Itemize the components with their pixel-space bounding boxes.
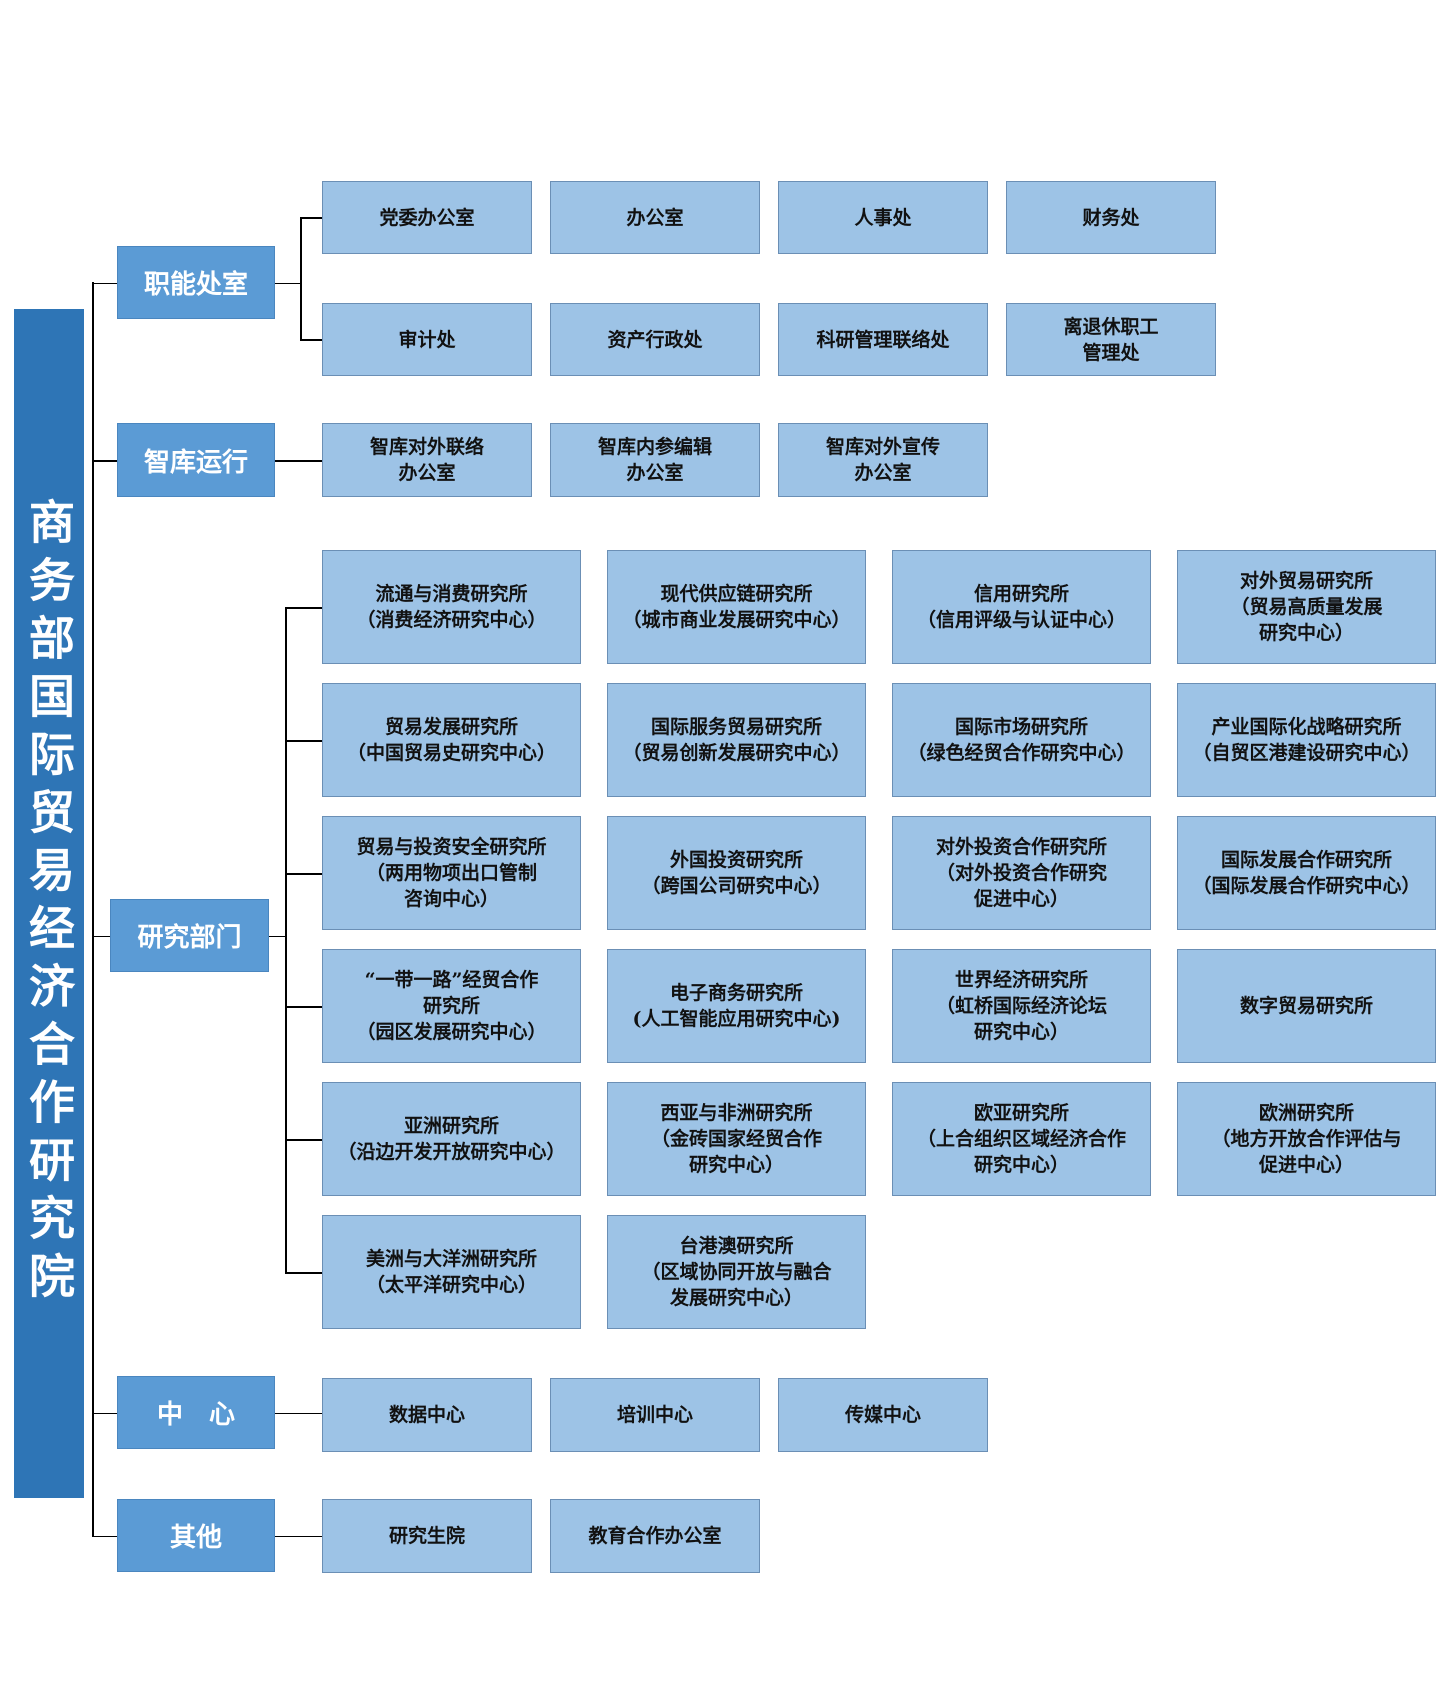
category-box: 职能处室 (117, 246, 275, 319)
category-box: 其他 (117, 1499, 275, 1572)
connector-line (300, 339, 322, 341)
unit-box: 信用研究所 （信用评级与认证中心） (892, 550, 1151, 664)
unit-box: 产业国际化战略研究所 （自贸区港建设研究中心） (1177, 683, 1436, 797)
unit-box: 办公室 (550, 181, 760, 254)
unit-box: 美洲与大洋洲研究所 （太平洋研究中心） (322, 1215, 581, 1329)
unit-box: 国际市场研究所 （绿色经贸合作研究中心） (892, 683, 1151, 797)
category-box: 智库运行 (117, 423, 275, 497)
connector-line (300, 217, 302, 339)
unit-box: 贸易发展研究所 （中国贸易史研究中心） (322, 683, 581, 797)
unit-box: 科研管理联络处 (778, 303, 988, 376)
connector-line (285, 607, 322, 609)
unit-box: 审计处 (322, 303, 532, 376)
unit-box: 数字贸易研究所 (1177, 949, 1436, 1063)
connector-line (300, 217, 322, 219)
connector-line (285, 607, 287, 1272)
connector-line (92, 935, 110, 937)
unit-box: 智库对外联络 办公室 (322, 423, 532, 497)
unit-box: 党委办公室 (322, 181, 532, 254)
unit-box: 财务处 (1006, 181, 1216, 254)
unit-box: 智库内参编辑 办公室 (550, 423, 760, 497)
unit-box: 西亚与非洲研究所 （金砖国家经贸合作 研究中心） (607, 1082, 866, 1196)
connector-line (285, 1272, 322, 1274)
unit-box: “一带一路”经贸合作 研究所 （园区发展研究中心） (322, 949, 581, 1063)
connector-line (269, 935, 285, 937)
category-box: 研究部门 (110, 899, 269, 972)
unit-box: 教育合作办公室 (550, 1499, 760, 1573)
unit-box: 现代供应链研究所 （城市商业发展研究中心） (607, 550, 866, 664)
connector-line (275, 1412, 322, 1414)
connector-line (92, 1535, 117, 1537)
category-box: 中 心 (117, 1376, 275, 1449)
root-title: 商务部国际贸易经济合作研究院 (22, 497, 76, 1310)
connector-line (285, 873, 322, 875)
unit-box: 数据中心 (322, 1378, 532, 1452)
unit-box: 培训中心 (550, 1378, 760, 1452)
unit-box: 对外贸易研究所 （贸易高质量发展 研究中心） (1177, 550, 1436, 664)
connector-line (92, 282, 94, 1536)
unit-box: 欧洲研究所 （地方开放合作评估与 促进中心） (1177, 1082, 1436, 1196)
unit-box: 世界经济研究所 （虹桥国际经济论坛 研究中心） (892, 949, 1151, 1063)
connector-line (285, 1139, 322, 1141)
unit-box: 外国投资研究所 （跨国公司研究中心） (607, 816, 866, 930)
root-organization: 商务部国际贸易经济合作研究院 (14, 309, 84, 1498)
connector-line (285, 1006, 322, 1008)
unit-box: 电子商务研究所 (人工智能应用研究中心) (607, 949, 866, 1063)
unit-box: 离退休职工 管理处 (1006, 303, 1216, 376)
unit-box: 亚洲研究所 （沿边开发开放研究中心） (322, 1082, 581, 1196)
connector-line (275, 282, 300, 284)
connector-line (275, 460, 322, 462)
connector-line (92, 1412, 117, 1414)
unit-box: 人事处 (778, 181, 988, 254)
connector-line (285, 740, 322, 742)
unit-box: 智库对外宣传 办公室 (778, 423, 988, 497)
unit-box: 流通与消费研究所 （消费经济研究中心） (322, 550, 581, 664)
unit-box: 传媒中心 (778, 1378, 988, 1452)
unit-box: 国际发展合作研究所 （国际发展合作研究中心） (1177, 816, 1436, 930)
unit-box: 国际服务贸易研究所 （贸易创新发展研究中心） (607, 683, 866, 797)
connector-line (92, 282, 117, 284)
unit-box: 欧亚研究所 （上合组织区域经济合作 研究中心） (892, 1082, 1151, 1196)
unit-box: 贸易与投资安全研究所 （两用物项出口管制 咨询中心） (322, 816, 581, 930)
connector-line (275, 1535, 322, 1537)
unit-box: 对外投资合作研究所 （对外投资合作研究 促进中心） (892, 816, 1151, 930)
unit-box: 资产行政处 (550, 303, 760, 376)
connector-line (92, 460, 117, 462)
unit-box: 台港澳研究所 （区域协同开放与融合 发展研究中心） (607, 1215, 866, 1329)
unit-box: 研究生院 (322, 1499, 532, 1573)
